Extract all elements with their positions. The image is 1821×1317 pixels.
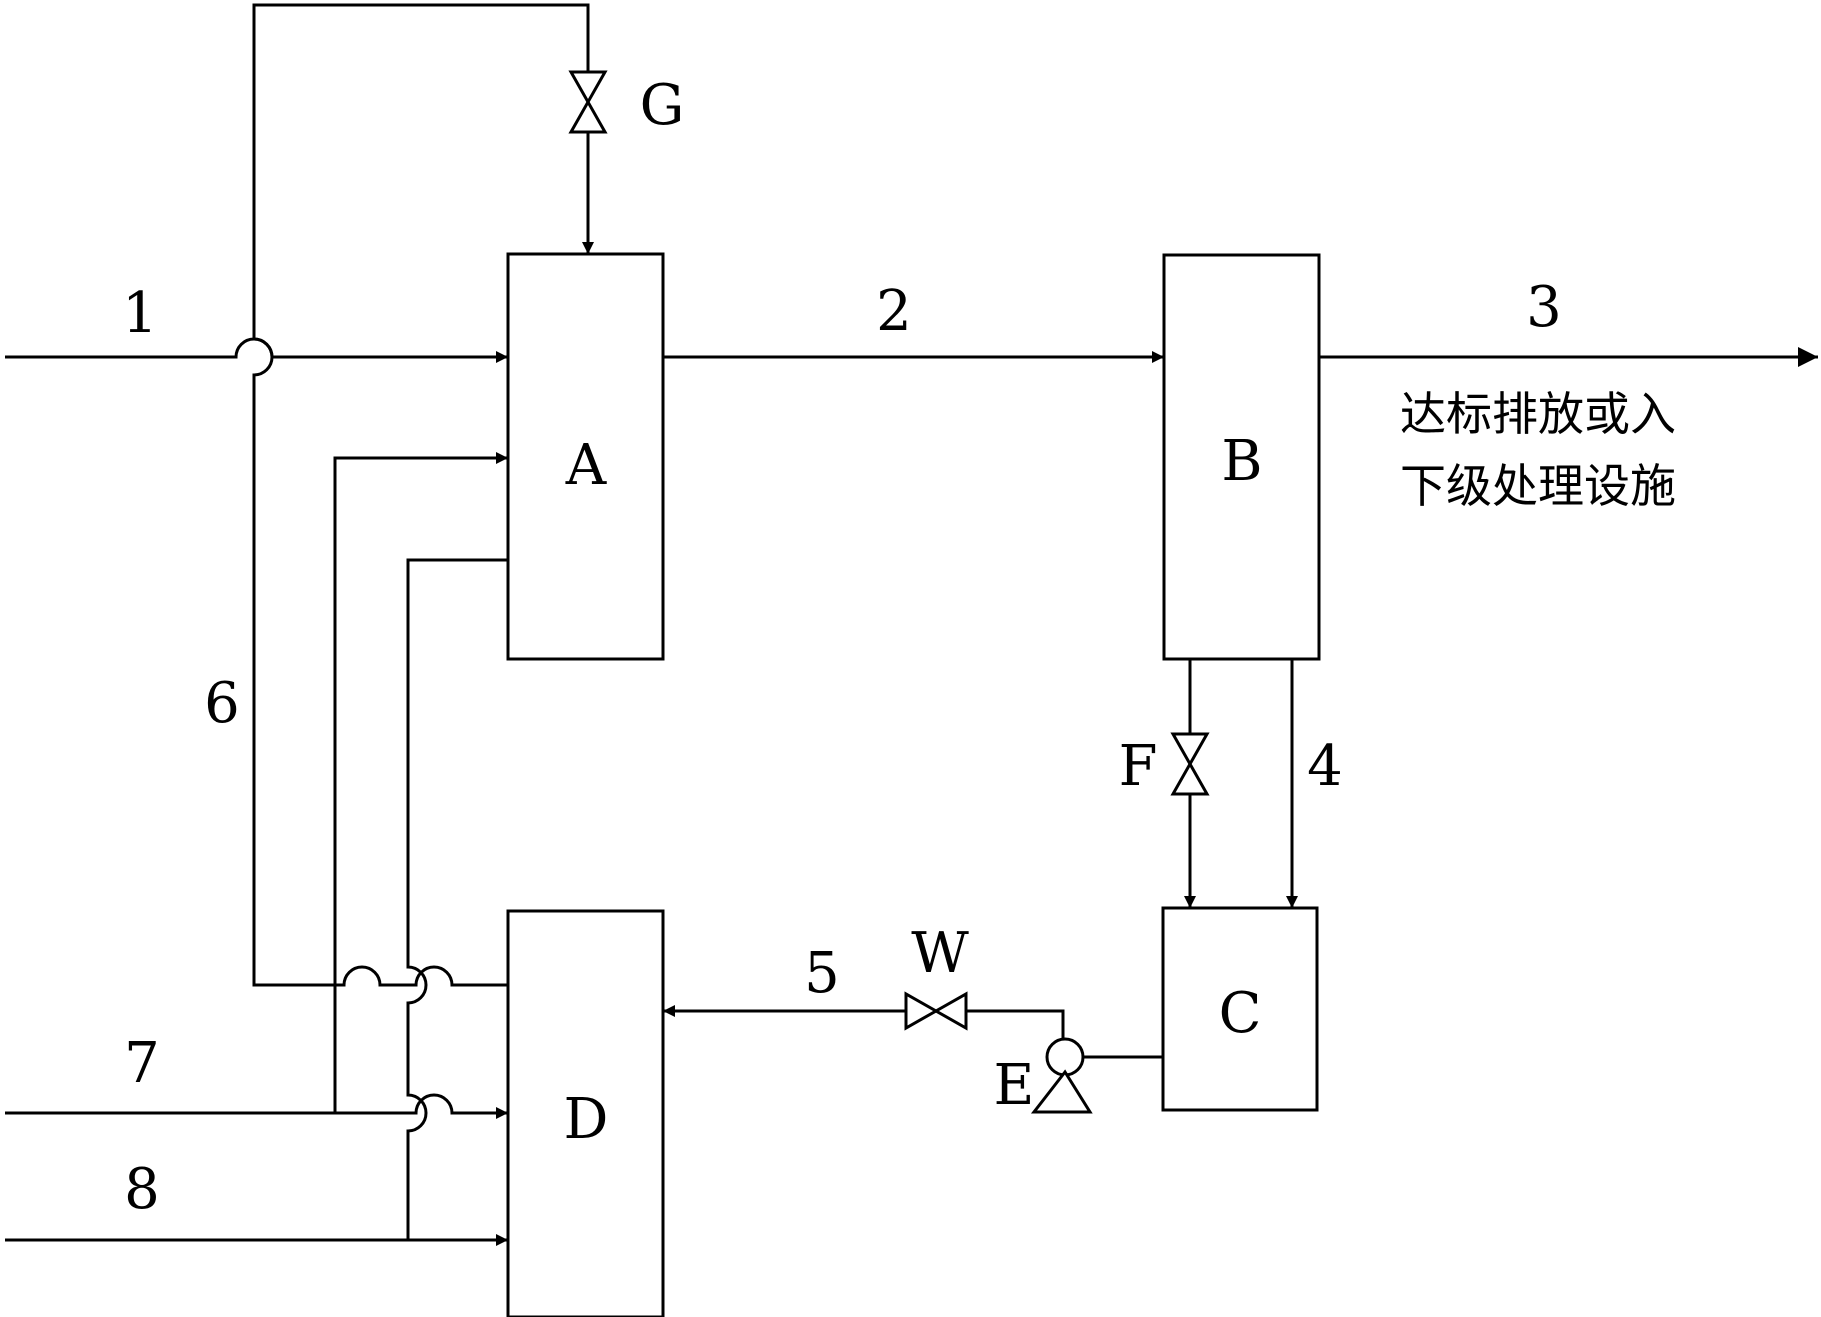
valve-F-label: F <box>1119 734 1158 799</box>
stream-7-branch-to-A <box>333 452 508 1113</box>
pump-E-label: E <box>994 1053 1035 1118</box>
stream-7-line <box>5 1093 508 1119</box>
valve-W-icon <box>904 991 968 1031</box>
stream-8-label: 8 <box>124 1157 160 1222</box>
stream-4-label: 4 <box>1307 734 1343 799</box>
valve-F-icon <box>1170 732 1210 796</box>
unit-A-label: A <box>565 433 607 498</box>
unit-C-label: C <box>1219 981 1262 1046</box>
stream-1-line <box>5 337 508 363</box>
stream-6-line <box>252 3 590 987</box>
stream-7-label: 7 <box>124 1031 160 1096</box>
valve-G-label: G <box>640 73 685 138</box>
stream-5-label: 5 <box>804 941 840 1006</box>
pump-E-icon <box>1030 1037 1093 1114</box>
valve-G-icon <box>568 70 608 134</box>
stream-6-label: 6 <box>204 671 240 736</box>
valve-W-label: W <box>911 921 969 986</box>
stream-1-label: 1 <box>122 281 158 346</box>
stream-8-branch-to-A <box>406 558 508 1240</box>
outlet-note-line1: 达标排放或入 <box>1400 387 1676 441</box>
unit-A <box>506 252 665 661</box>
unit-D-label: D <box>564 1087 609 1152</box>
unit-D <box>506 909 665 1317</box>
outlet-note-line2: 下级处理设施 <box>1400 459 1676 513</box>
unit-C <box>1161 906 1319 1112</box>
unit-B <box>1162 253 1321 661</box>
stream-3-label: 3 <box>1526 275 1562 340</box>
stream-5-line-right <box>966 1009 1065 1039</box>
stream-2-label: 2 <box>876 279 912 344</box>
unit-B-label: B <box>1221 429 1262 494</box>
